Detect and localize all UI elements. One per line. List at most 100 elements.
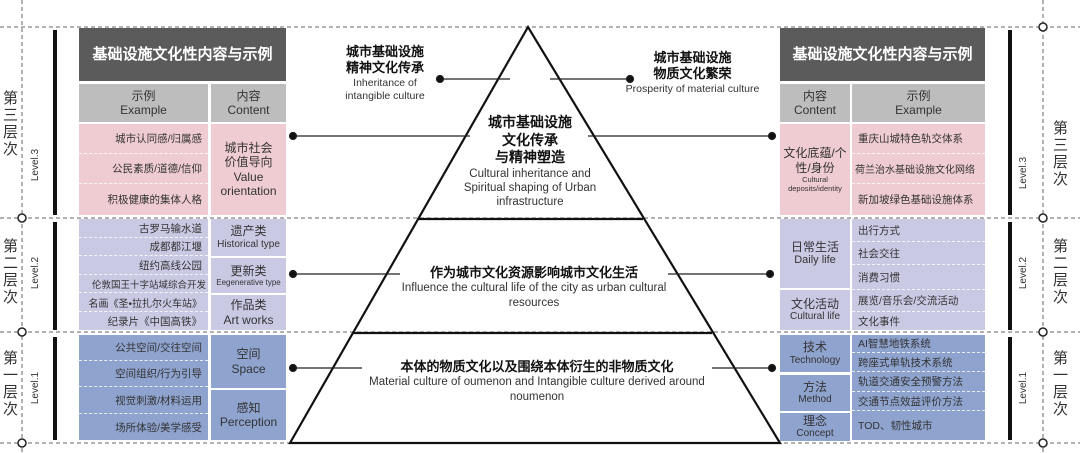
content-cn: 作品类	[230, 298, 267, 313]
example-item: 纪录片《中国高铁》	[107, 315, 203, 328]
example-item: TOD、韧性城市	[858, 420, 933, 432]
col-en: Content	[793, 103, 837, 117]
example-item: 重庆山城特色轨交体系	[852, 124, 985, 154]
example-item: 场所体验/美学感受	[115, 421, 202, 434]
example-item: 荷兰治水基础设施文化网络	[852, 154, 985, 184]
example-item: 伦敦国王十字站域综合开发	[79, 275, 208, 293]
example-item: 城市认同感/归属感	[79, 124, 208, 154]
level1-en-right: Level.1	[1018, 371, 1030, 405]
left-table-title: 基础设施文化性内容与示例	[79, 28, 286, 81]
content-en: Cultural life	[789, 311, 841, 323]
content-cn: 更新类	[230, 263, 267, 278]
note-cn: 城市基础设施	[653, 50, 732, 65]
left-note: 城市基础设施 精神文化传承 Inheritance of intangible …	[330, 44, 440, 103]
content-en: Art works	[223, 312, 274, 327]
example-item: 公共空间/交往空间	[79, 335, 208, 361]
note-cn: 精神文化传承	[345, 60, 424, 76]
content-cn: 日常生活	[790, 239, 839, 254]
note-cn: 城市基础设施	[345, 44, 424, 59]
content-cn: 遗产类	[230, 224, 267, 239]
note-en: Prosperity of material culture	[625, 82, 760, 95]
top-en: Cultural inheritance and Spiritual shapi…	[463, 167, 597, 209]
content-cn: 空间	[236, 347, 261, 362]
content-cn: 方法	[802, 379, 827, 394]
content-en: Historical type	[217, 238, 280, 250]
content-cn: 城市社会价值导向	[224, 140, 273, 170]
level1-en-left: Level.1	[30, 371, 42, 405]
top-cn: 文化传承	[502, 131, 558, 148]
right-note: 城市基础设施 物质文化繁荣 Prosperity of material cul…	[625, 50, 760, 96]
col-en: Example	[895, 103, 942, 117]
level2-label-right: 第二层次	[1051, 238, 1068, 306]
content-cn: 文化活动	[790, 296, 839, 311]
content-cn: 感知	[236, 400, 261, 415]
note-en: Inheritance of intangible culture	[345, 76, 425, 102]
example-item: 社会交往	[852, 242, 985, 265]
level3-en-right: Level.3	[1018, 156, 1030, 190]
example-item: 消费习惯	[852, 265, 985, 290]
content-en: Space	[231, 361, 266, 376]
content-en: Technology	[789, 354, 841, 366]
connector-lines	[288, 74, 777, 373]
col-cn: 内容	[802, 88, 827, 103]
example-item: 古罗马输水道	[79, 219, 208, 238]
pyramid	[288, 24, 782, 445]
level2-en-left: Level.2	[30, 256, 42, 290]
content-en: Daily life	[794, 254, 836, 267]
example-item: 轨道交通安全预警方法	[852, 372, 985, 392]
level3-label-right: 第三层次	[1051, 120, 1068, 188]
content-cn: 理念	[802, 413, 827, 428]
guide-nodes	[17, 22, 1048, 448]
middle-en: Influence the cultural life of the city …	[401, 282, 667, 309]
example-item: 视觉刺激/材料运用	[79, 387, 208, 414]
middle-cn: 作为城市文化资源影响城市文化生活	[429, 265, 638, 280]
pyramid-bottom-text: 本体的物质文化以及围绕本体衍生的非物质文化 Material culture o…	[362, 359, 712, 404]
content-cn: 技术	[802, 340, 827, 355]
top-cn: 与精神塑造	[495, 149, 565, 165]
level-bars	[53, 30, 1012, 440]
level2-label-left: 第二层次	[1, 238, 18, 306]
right-table-title: 基础设施文化性内容与示例	[780, 28, 985, 81]
bottom-cn: 本体的物质文化以及围绕本体衍生的非物质文化	[400, 359, 674, 374]
level2-en-right: Level.2	[1018, 256, 1030, 290]
pyramid-middle-text: 作为城市文化资源影响城市文化生活 Influence the cultural …	[400, 265, 668, 310]
content-en: Method	[798, 394, 832, 406]
example-item: 空间组织/行为引导	[79, 361, 208, 387]
example-item: 跨座式单轨技术系统	[852, 353, 985, 372]
level1-label-right: 第一层次	[1051, 350, 1068, 418]
level1-label-left: 第一层次	[1, 350, 18, 418]
example-item: 出行方式	[852, 219, 985, 242]
content-en: Perception	[219, 415, 278, 429]
level3-en-left: Level.3	[30, 148, 42, 182]
example-item: 成都都江堰	[79, 238, 208, 256]
example-item: 新加坡绿色基础设施体系	[858, 194, 974, 206]
example-item: 文化事件	[858, 315, 900, 328]
example-item: 积极健康的集体人格	[107, 194, 203, 206]
example-item: 公民素质/道德/信仰	[79, 154, 208, 184]
level3-label-left: 第三层次	[1, 90, 18, 158]
example-item: 展览/音乐会/交流活动	[852, 290, 985, 312]
note-cn: 物质文化繁荣	[653, 66, 732, 82]
content-en: Eegenerative type	[216, 277, 281, 287]
example-item: 名画《圣•拉扎尔火车站》	[79, 293, 208, 312]
pyramid-top-text: 城市基础设施 文化传承 与精神塑造 Cultural inheritance a…	[450, 114, 610, 210]
content-cn: 文化底蕴/个性/身份	[783, 146, 847, 175]
example-item: AI智慧地铁系统	[852, 335, 985, 353]
content-en: Concept	[796, 428, 834, 440]
